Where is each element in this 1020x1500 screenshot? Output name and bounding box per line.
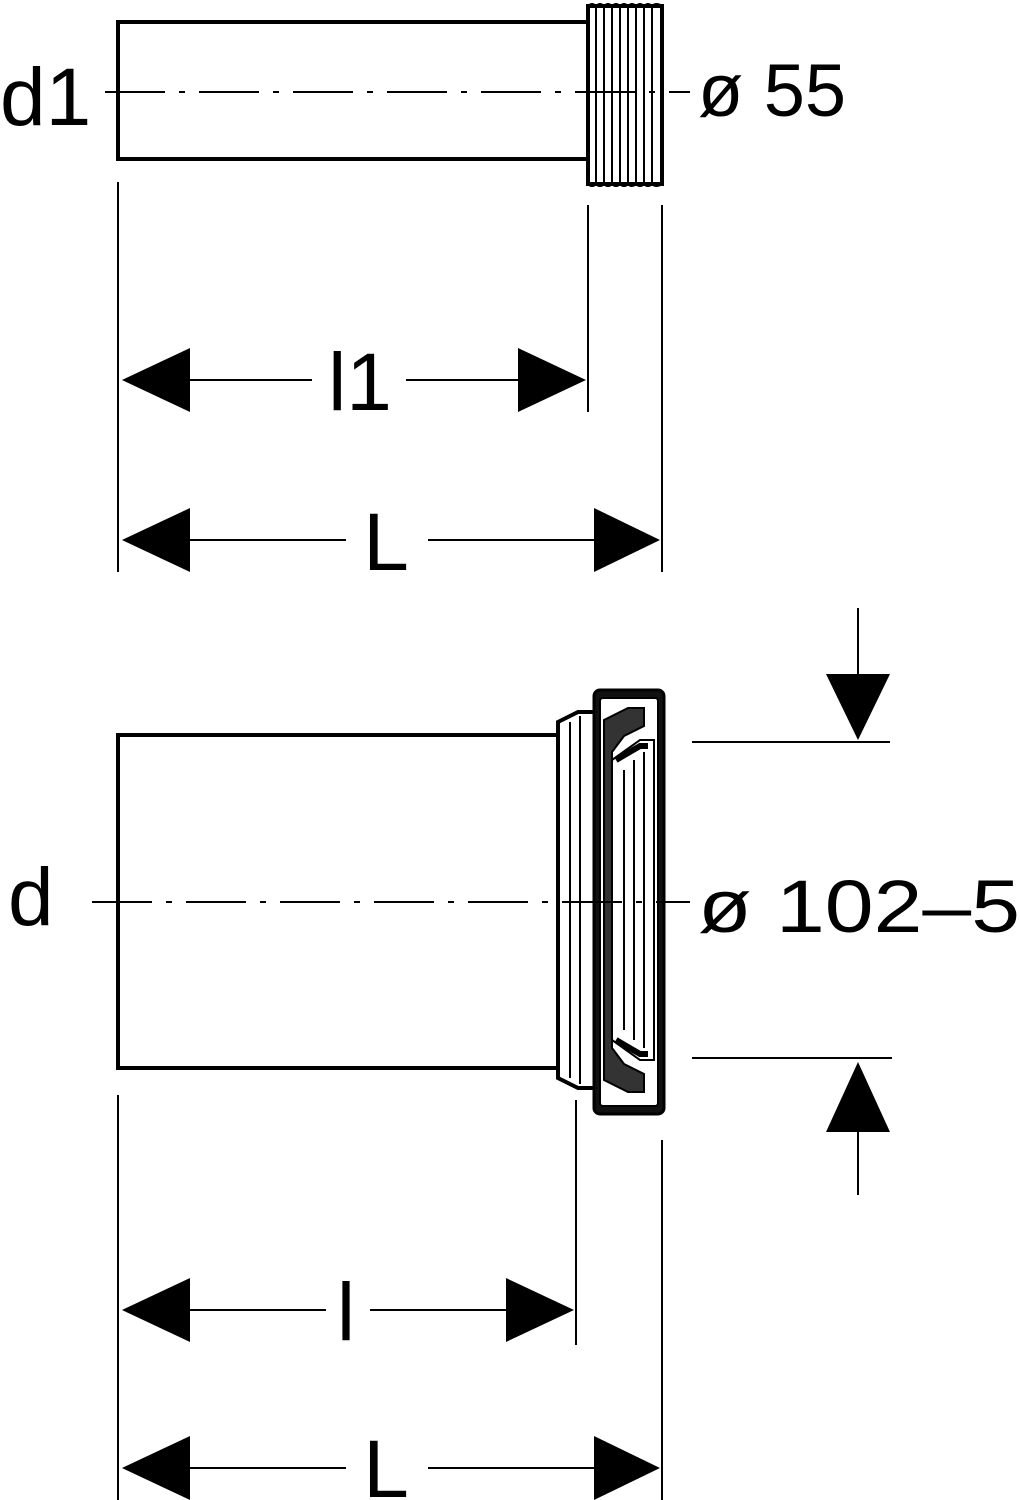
bottom-inner-length-label: l <box>337 1267 355 1358</box>
top-pipe-thread <box>586 3 664 187</box>
bottom-pipe-seal <box>592 688 666 1116</box>
top-pipe-drawing: d1 ø 55 l1 L <box>0 3 846 588</box>
top-diameter-label: d1 <box>0 52 91 143</box>
arrowhead-left <box>122 1278 190 1342</box>
bottom-diameter-label: d <box>8 852 54 943</box>
diameter-arrow-up <box>826 1062 890 1132</box>
arrowhead-left <box>122 348 190 412</box>
arrowhead-right <box>594 1436 660 1500</box>
arrowhead-left <box>122 1436 190 1500</box>
top-pipe-body <box>116 20 590 161</box>
bottom-total-length-dimension <box>122 1436 660 1500</box>
arrowhead-right <box>506 1278 574 1342</box>
top-total-length-label: L <box>363 497 409 588</box>
top-inner-length-dimension <box>122 348 586 412</box>
bottom-pipe-drawing: d ø 102–5 l L <box>8 608 1020 1500</box>
bottom-total-length-label: L <box>363 1424 409 1500</box>
top-total-length-dimension <box>122 508 660 572</box>
bottom-diameter-value: ø 102–5 <box>698 865 1020 948</box>
bottom-inner-length-dimension <box>122 1278 574 1342</box>
bottom-extension-lines <box>117 1095 663 1500</box>
top-diameter-value: ø 55 <box>698 49 846 132</box>
arrowhead-right <box>518 348 586 412</box>
diameter-arrow-down <box>826 674 890 740</box>
arrowhead-right <box>594 508 660 572</box>
top-inner-length-label: l1 <box>328 337 392 428</box>
bottom-diameter-extension-lines <box>692 608 892 1195</box>
arrowhead-left <box>122 508 190 572</box>
top-extension-lines <box>117 182 663 572</box>
